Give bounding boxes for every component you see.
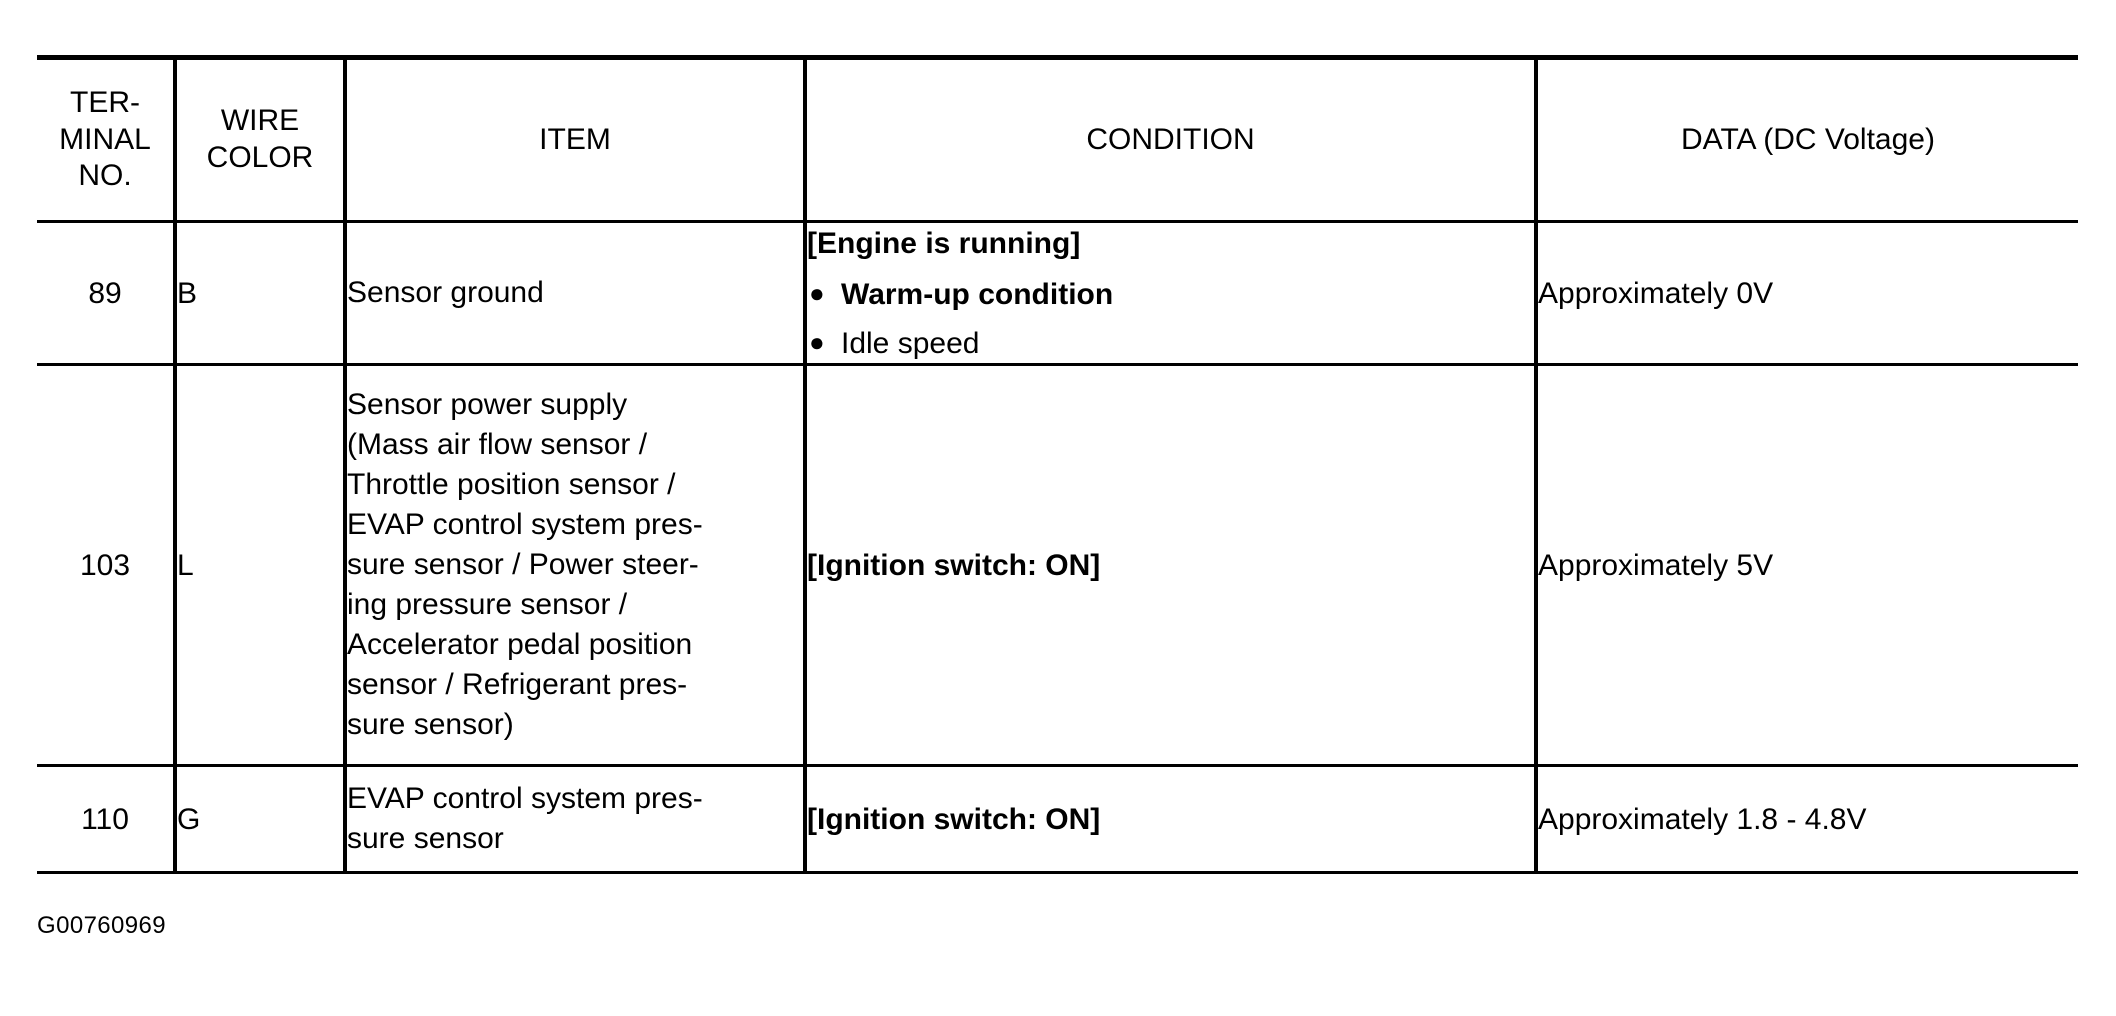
column-header-data: DATA (DC Voltage) [1536,55,2078,223]
table-header-row: TER- MINAL NO. WIRE COLOR ITEM CONDITION… [37,55,2078,223]
bullet-icon: ● [809,277,825,308]
condition-heading: [Engine is running] [807,226,1081,260]
terminal-number: 110 [37,765,177,874]
condition-description: [Ignition switch: ON] [805,364,1538,767]
ecm-terminal-table: TER- MINAL NO. WIRE COLOR ITEM CONDITION… [37,55,2078,874]
item-description: Sensor ground [345,221,807,366]
figure-code: G00760969 [37,912,167,939]
condition-label: [Ignition switch: ON] [807,802,1101,836]
condition-label: [Ignition switch: ON] [807,548,1101,582]
wire-color: B [175,221,347,366]
condition-bullet-item: ● Idle speed [807,324,1534,363]
table-row: 89 B Sensor ground [Engine is running] ●… [37,221,2078,366]
table-row: 103 L Sensor power supply (Mass air flow… [37,364,2078,767]
condition-bullet-label: Warm-up condition [841,277,1114,311]
condition-bullet-label: Idle speed [841,326,980,360]
wire-color: L [175,364,347,767]
item-description: EVAP control system pres- sure sensor [345,765,807,874]
item-description: Sensor power supply (Mass air flow senso… [345,364,807,767]
condition-description: [Ignition switch: ON] [805,765,1538,874]
condition-bullet-item: ● Warm-up condition [807,275,1534,314]
column-header-condition: CONDITION [805,55,1538,223]
ecm-terminal-table-wrapper: TER- MINAL NO. WIRE COLOR ITEM CONDITION… [37,55,2078,874]
column-header-item: ITEM [345,55,807,223]
data-voltage-value: Approximately 0V [1536,221,2078,366]
bullet-icon: ● [809,326,825,357]
column-header-terminal-no: TER- MINAL NO. [37,55,177,223]
table-header: TER- MINAL NO. WIRE COLOR ITEM CONDITION… [37,55,2078,223]
column-header-wire-color: WIRE COLOR [175,55,347,223]
terminal-number: 103 [37,364,177,767]
table-row: 110 G EVAP control system pres- sure sen… [37,765,2078,874]
terminal-number: 89 [37,221,177,366]
condition-bullet-list: ● Warm-up condition ● Idle speed [807,275,1534,363]
data-voltage-value: Approximately 1.8 - 4.8V [1536,765,2078,874]
condition-description: [Engine is running] ● Warm-up condition … [805,221,1538,366]
data-voltage-value: Approximately 5V [1536,364,2078,767]
table-body: 89 B Sensor ground [Engine is running] ●… [37,221,2078,874]
wire-color: G [175,765,347,874]
